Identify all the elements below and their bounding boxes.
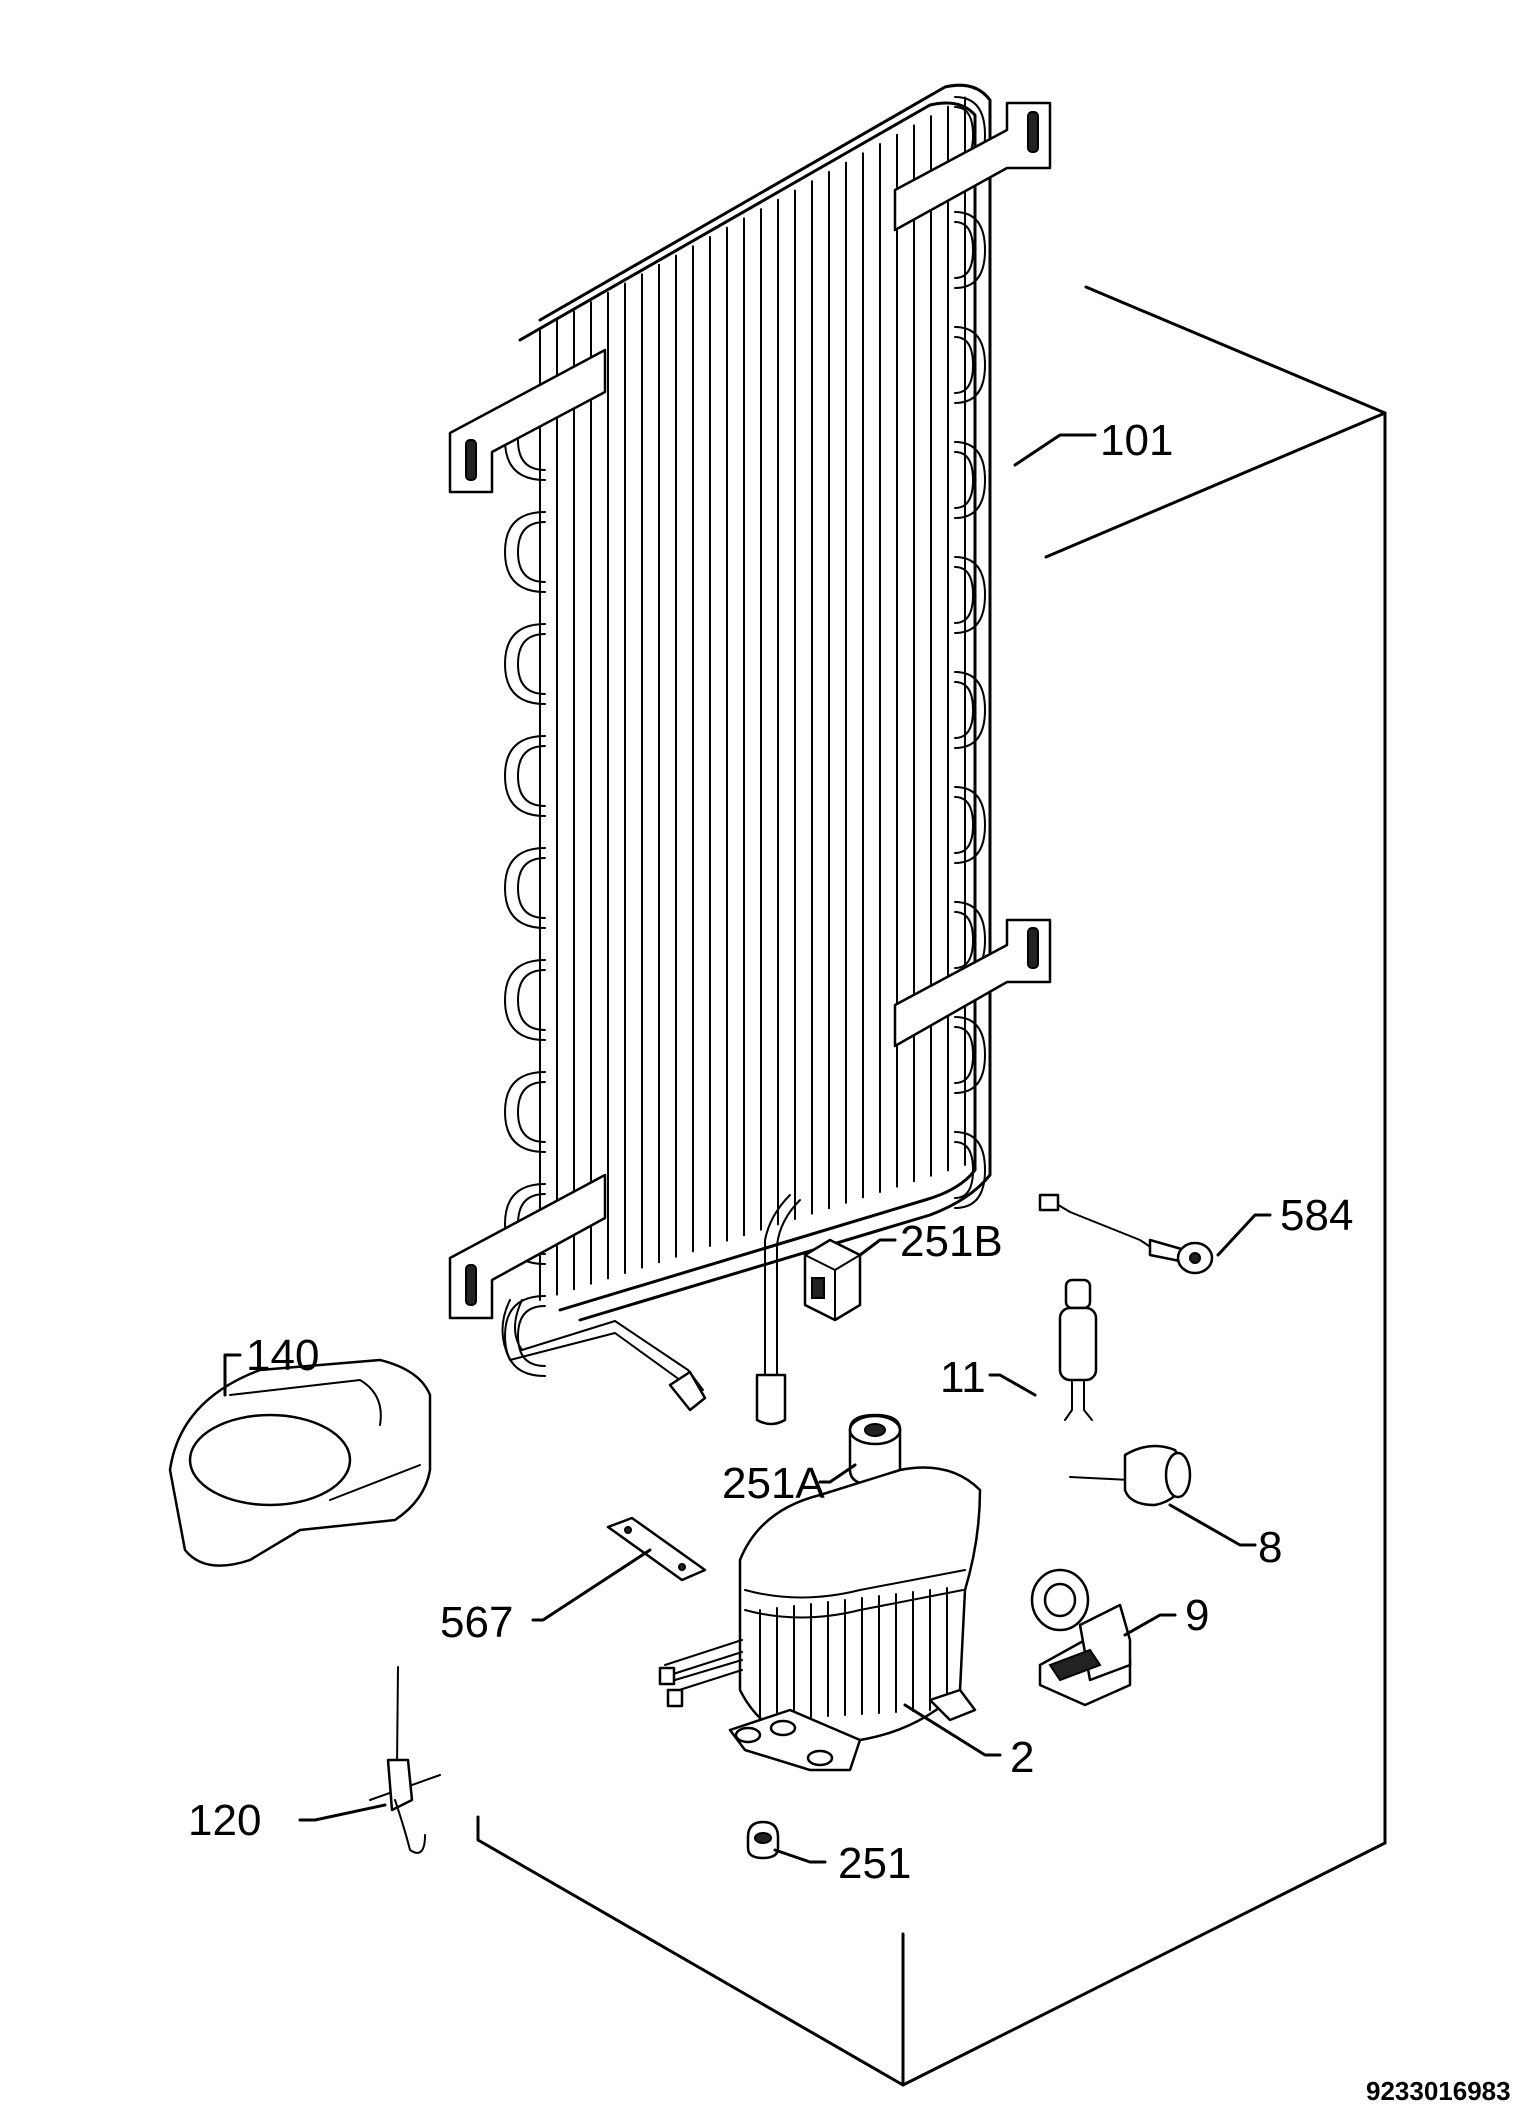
- condenser-bend-left: [504, 623, 546, 705]
- condenser-bend-right-inner: [954, 336, 974, 394]
- condenser-bend-right: [954, 441, 986, 519]
- leader-lines: [298, 433, 1272, 1864]
- condenser-bend-right-inner: [954, 566, 974, 624]
- part-584-sensor: [1038, 1193, 1214, 1275]
- condenser-bend-left: [504, 511, 546, 593]
- condenser-bend-left-inner: [517, 745, 546, 807]
- condenser-bend-left-inner: [517, 521, 546, 583]
- condenser-bend-right-inner: [954, 681, 974, 739]
- part-2-compressor: [658, 1466, 982, 1772]
- part-251-grommet: [746, 1820, 780, 1860]
- document-number: 9233016983: [1366, 2076, 1511, 2106]
- callout-567: 567: [440, 1598, 513, 1647]
- condenser-bend-left-inner: [517, 1081, 546, 1143]
- condenser-bend-left-inner: [517, 857, 546, 919]
- condenser-bend-left: [504, 1295, 546, 1377]
- condenser-bend-right-inner: [954, 451, 974, 509]
- condenser-bend-right-inner: [954, 1026, 974, 1084]
- condenser-bend-right: [954, 1016, 986, 1094]
- part-9-relay: [1030, 1568, 1132, 1707]
- cabinet-outline: [476, 285, 1387, 2087]
- callout-584: 584: [1280, 1191, 1353, 1240]
- part-11-fuse: [1058, 1278, 1098, 1421]
- condenser-bend-left-inner: [517, 969, 546, 1031]
- condenser-bend-right: [954, 671, 986, 749]
- callout-251b: 251B: [900, 1217, 1003, 1266]
- part-120-drier: [369, 1666, 441, 1854]
- condenser-bend-right-inner: [954, 796, 974, 854]
- condenser-bend-right: [954, 326, 986, 404]
- condenser-bend-left: [504, 1071, 546, 1153]
- condenser-bend-left: [504, 847, 546, 929]
- part-567-plate: [606, 1516, 707, 1582]
- callout-140: 140: [246, 1331, 319, 1380]
- part-251b-block: [803, 1238, 862, 1322]
- part-8-overload: [1069, 1444, 1192, 1507]
- callout-251: 251: [838, 1839, 911, 1888]
- condenser-bend-left: [504, 735, 546, 817]
- condenser-bend-right-inner: [954, 911, 974, 969]
- part-140-drip-tray: [168, 1353, 432, 1567]
- condenser-bend-right: [954, 1131, 986, 1209]
- condenser-bend-right: [954, 211, 986, 289]
- condenser-bend-left-inner: [517, 633, 546, 695]
- condenser-bend-right: [954, 556, 986, 634]
- condenser-bend-right: [954, 786, 986, 864]
- callout-11: 11: [940, 1353, 986, 1402]
- condenser-bend-right-inner: [954, 221, 974, 279]
- condenser-bend-left-inner: [517, 1305, 546, 1367]
- callout-2: 2: [1010, 1733, 1034, 1782]
- callout-251a: 251A: [722, 1459, 825, 1508]
- condenser-101: [448, 83, 1052, 1426]
- callout-9: 9: [1185, 1591, 1209, 1640]
- condenser-bend-right-inner: [954, 1141, 974, 1199]
- callout-8: 8: [1258, 1523, 1282, 1572]
- callout-120: 120: [188, 1796, 261, 1845]
- callout-101: 101: [1100, 416, 1173, 465]
- condenser-bend-left: [504, 959, 546, 1041]
